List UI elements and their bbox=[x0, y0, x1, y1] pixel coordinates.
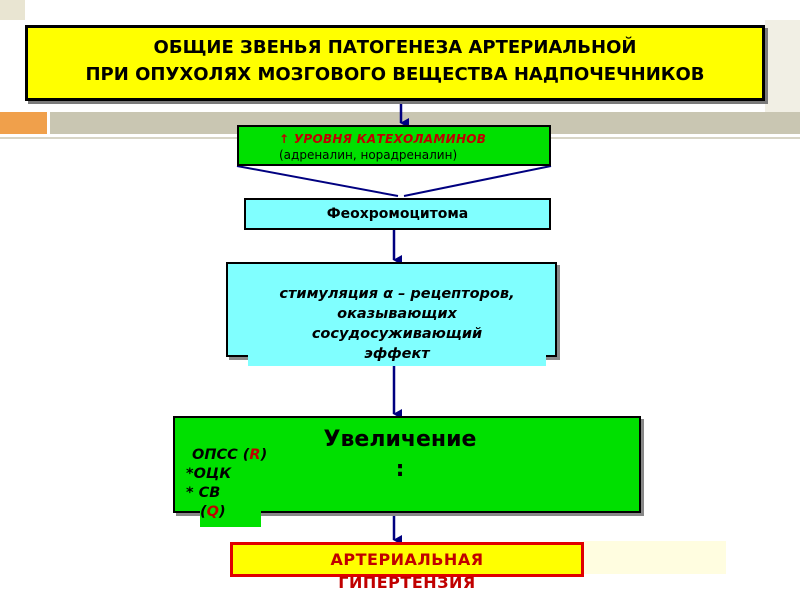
increase-overflow-patch bbox=[200, 508, 261, 527]
decor-orange-bar bbox=[0, 112, 47, 134]
increase-item-q: (Q) bbox=[200, 504, 226, 520]
decor-right-panel bbox=[765, 20, 800, 115]
catecholamines-level-text: ↑ УРОВНЯ КАТЕХОЛАМИНОВ bbox=[279, 132, 487, 146]
stimulation-line-3: сосудосуживающий bbox=[311, 326, 483, 342]
title-line-1: ОБЩИЕ ЗВЕНЬЯ ПАТОГЕНЕЗА АРТЕРИАЛЬНОЙ bbox=[153, 37, 637, 58]
catecholamines-examples-text: (адреналин, норадреналин) bbox=[279, 148, 458, 162]
hypertension-line-2: ГИПЕРТЕНЗИЯ bbox=[338, 573, 476, 592]
catecholamines-box: ↑ УРОВНЯ КАТЕХОЛАМИНОВ (адреналин, норад… bbox=[237, 125, 551, 166]
stimulation-line-4: эффект bbox=[364, 346, 430, 362]
resistance-symbol: R bbox=[249, 447, 261, 463]
title-line-2: ПРИ ОПУХОЛЯХ МОЗГОВОГО ВЕЩЕСТВА НАДПОЧЕЧ… bbox=[85, 64, 705, 85]
increase-list: ОПСС (R) *ОЦК * СВ (Q) bbox=[186, 446, 306, 522]
stimulation-text: стимуляция α – рецепторов, оказывающих с… bbox=[248, 284, 546, 366]
stimulation-line-1: стимуляция α – рецепторов, bbox=[279, 286, 515, 302]
increase-item-ock: *ОЦК bbox=[186, 466, 232, 482]
hypertension-line-1: АРТЕРИАЛЬНАЯ bbox=[330, 550, 484, 569]
hypertension-box bbox=[230, 542, 584, 577]
stimulation-line-2: оказывающих bbox=[337, 306, 457, 322]
flow-symbol: Q bbox=[206, 504, 219, 520]
increase-item-opss: ОПСС (R) bbox=[192, 447, 268, 463]
increase-box bbox=[173, 416, 641, 513]
increase-title-line-1: Увеличение bbox=[323, 427, 477, 452]
title-box: ОБЩИЕ ЗВЕНЬЯ ПАТОГЕНЕЗА АРТЕРИАЛЬНОЙ ПРИ… bbox=[25, 25, 765, 101]
increase-item-sv: * СВ bbox=[186, 485, 221, 501]
increase-title: Увеличение : bbox=[265, 425, 535, 485]
funnel-right-line bbox=[403, 165, 552, 197]
pheochromocytoma-label: Феохромоцитома bbox=[326, 206, 469, 222]
hypertension-overflow-patch bbox=[583, 541, 726, 574]
hypertension-text: АРТЕРИАЛЬНАЯ ГИПЕРТЕНЗИЯ bbox=[230, 548, 584, 594]
increase-title-line-2: : bbox=[395, 457, 405, 482]
pheochromocytoma-box: Феохромоцитома bbox=[244, 198, 551, 230]
decor-corner bbox=[0, 0, 25, 20]
funnel-left-line bbox=[236, 165, 399, 197]
